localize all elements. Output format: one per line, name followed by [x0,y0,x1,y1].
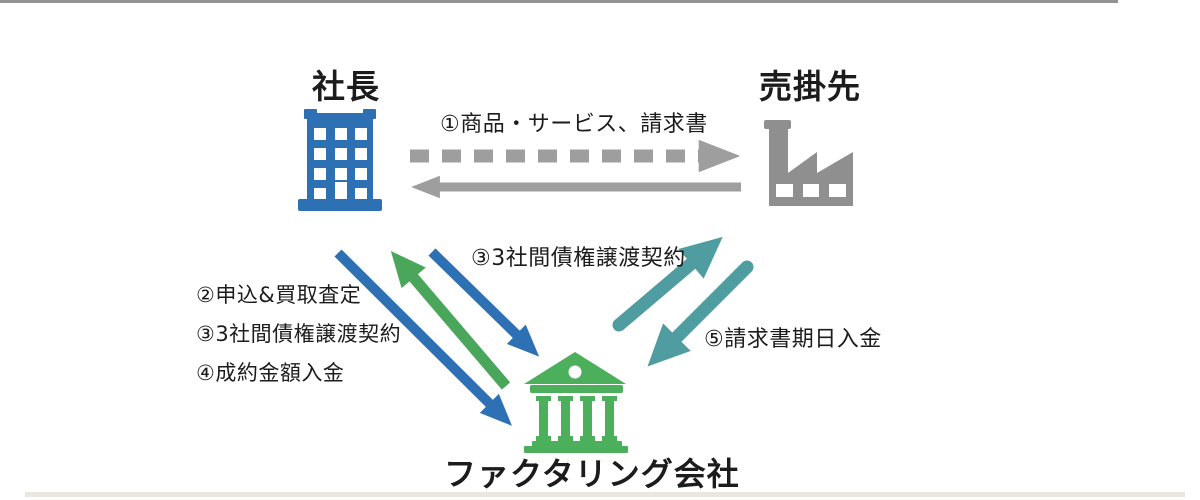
bank-icon [524,352,628,453]
application-blue-arrow-short [428,248,540,357]
invoice-payment-flow-label: ⑤請求書期日入金 [704,327,882,352]
payment-green-arrow [390,251,511,390]
bottom-edge-line [25,492,1185,497]
top-edge-line [0,0,1118,3]
step-contract-label: ③3社間債権譲渡契約 [196,322,402,346]
application-blue-arrow-long [334,249,512,426]
office-building-icon [298,109,382,211]
factory-icon [764,120,853,206]
contract-center-flow-label: ③3社間債権譲渡契約 [471,246,686,271]
step-deposit-label: ④成約金額入金 [196,361,345,385]
goods-invoice-flow-label: ①商品・サービス、請求書 [440,112,708,137]
contract-teal-arrow-up [612,236,723,332]
president-label: 社長 [312,67,380,106]
customer-label: 売掛先 [759,67,861,106]
president-factoring-steps-list: ②申込&買取査定 ③3社間債権譲渡契約 ④成約金額入金 [196,276,401,393]
factoring-company-label: ファクタリング会社 [444,455,740,493]
step-application-label: ②申込&買取査定 [196,283,362,307]
invoice-payment-teal-arrow-down [647,260,754,367]
